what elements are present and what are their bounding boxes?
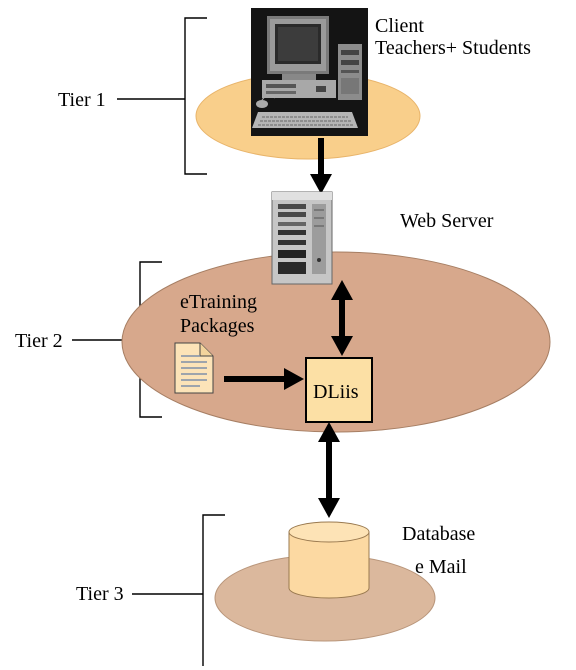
computer-icon xyxy=(251,8,368,136)
tier3-bracket xyxy=(132,514,225,666)
database-label: Database xyxy=(402,523,476,545)
web-server-label: Web Server xyxy=(400,210,494,232)
arrow-dliis-database xyxy=(318,422,340,518)
arrow-server-dliis xyxy=(331,280,353,356)
etraining-label-line2: Packages xyxy=(180,315,255,337)
tier2-label: Tier 2 xyxy=(15,330,63,352)
server-tower-icon xyxy=(271,191,333,285)
etraining-label-line1: eTraining xyxy=(180,291,258,313)
client-title: Client xyxy=(375,15,424,37)
tier1-bracket xyxy=(117,17,207,175)
arrow-client-to-server xyxy=(310,138,332,194)
tier1-label: Tier 1 xyxy=(58,89,106,111)
tier3-label: Tier 3 xyxy=(76,583,124,605)
dliis-box xyxy=(305,357,373,423)
document-icon xyxy=(174,342,214,394)
arrow-package-to-dliis xyxy=(224,368,304,390)
client-subtitle: Teachers+ Students xyxy=(375,37,531,59)
database-cylinder xyxy=(288,521,370,599)
email-label: e Mail xyxy=(415,556,467,578)
dliis-label: DLiis xyxy=(313,381,359,403)
